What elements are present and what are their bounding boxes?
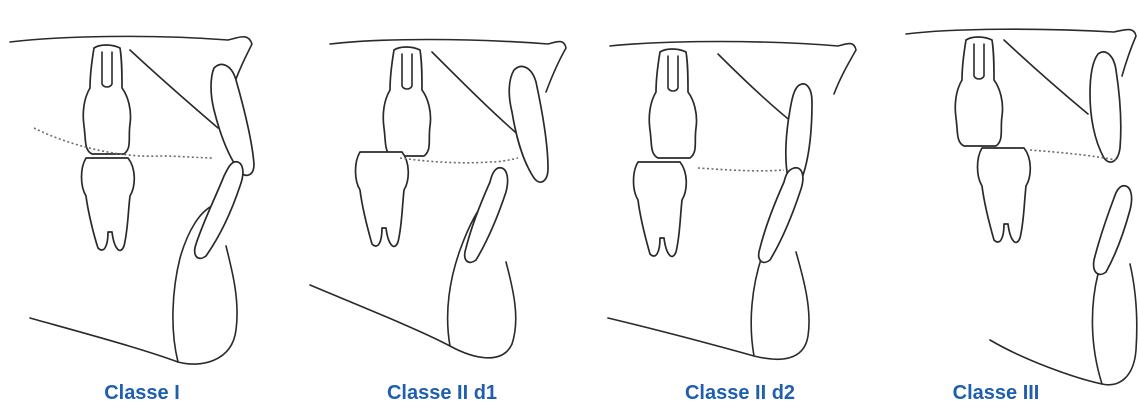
lower-incisor-icon bbox=[759, 168, 803, 263]
diagram-panel-classe-iii: Classe III bbox=[854, 0, 1138, 415]
lower-incisor-icon bbox=[195, 162, 243, 259]
palate-curve bbox=[1004, 40, 1088, 114]
upper-incisor-icon bbox=[509, 66, 548, 182]
classe-i-drawing bbox=[0, 0, 284, 380]
mandible-outline bbox=[608, 252, 809, 359]
upper-molar-icon bbox=[83, 45, 130, 154]
classe-ii-d2-drawing bbox=[598, 0, 882, 380]
classe-ii-d1-caption: Classe II d1 bbox=[300, 382, 584, 405]
upper-incisor-icon bbox=[211, 64, 254, 175]
lower-molar-icon bbox=[978, 148, 1031, 242]
occlusal-plane-line bbox=[400, 158, 518, 163]
lower-molar-icon bbox=[356, 152, 409, 246]
lower-molar-icon bbox=[634, 162, 687, 256]
lower-incisor-icon bbox=[1094, 186, 1132, 275]
mandible-outline bbox=[30, 246, 237, 364]
classe-ii-d1-drawing bbox=[300, 0, 584, 380]
upper-molar-icon bbox=[383, 47, 430, 156]
lower-molar-icon bbox=[82, 158, 135, 250]
mandible-outline bbox=[310, 262, 516, 358]
classe-i-caption: Classe I bbox=[0, 382, 284, 405]
classe-iii-drawing bbox=[854, 0, 1138, 380]
diagram-panel-classe-ii-d1: Classe II d1 bbox=[300, 0, 584, 415]
upper-incisor-icon bbox=[1090, 52, 1121, 162]
diagram-panel-classe-i: Classe I bbox=[0, 0, 284, 415]
occlusal-plane-line bbox=[698, 168, 784, 171]
palate-curve bbox=[130, 50, 218, 128]
classe-iii-caption: Classe III bbox=[854, 382, 1138, 405]
upper-molar-icon bbox=[955, 37, 1002, 146]
mandible-outline bbox=[990, 264, 1137, 385]
upper-molar-icon bbox=[649, 49, 696, 158]
diagram-panel-classe-ii-d2: Classe II d2 bbox=[598, 0, 882, 415]
lower-incisor-icon bbox=[465, 168, 508, 263]
classe-ii-d2-caption: Classe II d2 bbox=[598, 382, 882, 405]
